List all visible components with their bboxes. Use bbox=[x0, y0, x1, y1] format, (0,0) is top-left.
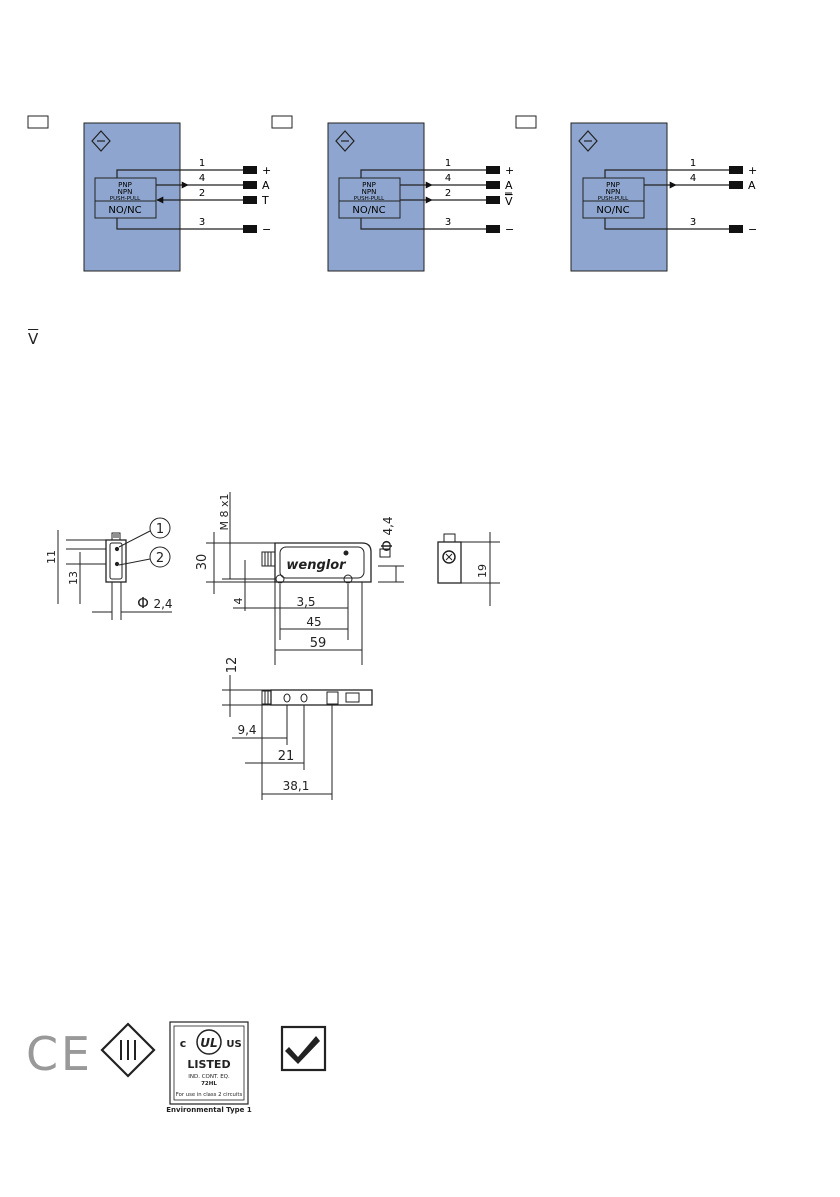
terminal-label: A bbox=[262, 179, 270, 192]
led-indicator bbox=[344, 551, 349, 556]
box-mode-label: NO/NC bbox=[596, 205, 629, 216]
terminal-label: V bbox=[505, 195, 513, 208]
schematic-3-corner-mark bbox=[516, 116, 536, 128]
ul-c: c bbox=[180, 1037, 187, 1050]
callout-1: 1 bbox=[156, 522, 164, 537]
dim-side-45: 45 bbox=[306, 615, 321, 629]
terminal-label: − bbox=[748, 223, 757, 236]
terminal-label: A bbox=[505, 179, 513, 192]
schematic-1: PNP NPN PUSH-PULL NO/NC 1 + 4 A 2 T 3 − bbox=[28, 116, 271, 271]
terminal-4 bbox=[729, 181, 743, 189]
wire-number: 3 bbox=[445, 217, 451, 228]
ul-listed-mark: c UL US LISTED IND. CONT. EQ. 72HL For u… bbox=[166, 1022, 252, 1114]
box-label-line3: PUSH-PULL bbox=[110, 196, 141, 202]
terminal-4 bbox=[243, 181, 257, 189]
protection-class-iii-icon bbox=[102, 1024, 154, 1076]
ul-caption: Environmental Type 1 bbox=[166, 1106, 252, 1114]
terminal-2 bbox=[243, 196, 257, 204]
wire-number: 3 bbox=[199, 217, 205, 228]
wire-number: 2 bbox=[199, 188, 205, 199]
box-label-line2: NPN bbox=[118, 188, 133, 196]
terminal-2 bbox=[486, 196, 500, 204]
dim-top-12: 12 bbox=[225, 657, 240, 674]
ul-us: US bbox=[226, 1039, 241, 1050]
checkmark-icon bbox=[282, 1027, 325, 1070]
ul-code: 72HL bbox=[201, 1081, 217, 1087]
brand-logo: wenglor bbox=[286, 558, 347, 573]
wire-number: 4 bbox=[199, 173, 205, 184]
box-label-line3: PUSH-PULL bbox=[598, 196, 629, 202]
dim-front-11: 11 bbox=[45, 550, 58, 564]
dim-right-19: 19 bbox=[476, 564, 489, 578]
callout-2: 2 bbox=[156, 551, 164, 566]
ce-mark-icon: CE bbox=[26, 1027, 90, 1081]
terminal-1 bbox=[486, 166, 500, 174]
side-view bbox=[206, 492, 404, 665]
dim-side-4: 4 bbox=[232, 598, 245, 605]
wire-number: 1 bbox=[690, 158, 696, 169]
terminal-label: T bbox=[261, 194, 269, 207]
dim-top-21: 21 bbox=[278, 749, 295, 764]
ul-eq: IND. CONT. EQ. bbox=[188, 1074, 230, 1080]
box-label-line3: PUSH-PULL bbox=[354, 196, 385, 202]
wire-number: 4 bbox=[690, 173, 696, 184]
right-view bbox=[438, 532, 500, 606]
wire-number: 1 bbox=[445, 158, 451, 169]
certifications: CE c UL US LISTED IND. CONT. EQ. 72HL Fo… bbox=[26, 1022, 325, 1114]
dim-side-thread: M 8 x1 bbox=[218, 494, 231, 531]
terminal-1 bbox=[729, 166, 743, 174]
dim-top-9-4: 9,4 bbox=[237, 723, 256, 737]
schematic-2-corner-mark bbox=[272, 116, 292, 128]
terminal-3 bbox=[243, 225, 257, 233]
terminal-3 bbox=[486, 225, 500, 233]
legend-symbol: V bbox=[28, 330, 38, 348]
terminal-label: − bbox=[262, 223, 271, 236]
terminal-label: − bbox=[505, 223, 514, 236]
terminal-1 bbox=[243, 166, 257, 174]
box-mode-label: NO/NC bbox=[352, 205, 385, 216]
dim-front-dia: 2,4 bbox=[153, 597, 172, 611]
box-mode-label: NO/NC bbox=[108, 205, 141, 216]
dim-front-13: 13 bbox=[67, 571, 80, 585]
schematic-3: PNP NPN PUSH-PULL NO/NC 1 + 4 A 3 − bbox=[516, 116, 757, 271]
dim-side-30: 30 bbox=[195, 554, 210, 571]
schematic-2: PNP NPN PUSH-PULL NO/NC 1 + 4 A 2 V 3 − bbox=[272, 116, 514, 271]
wire-number: 4 bbox=[445, 173, 451, 184]
schematic-1-corner-mark bbox=[28, 116, 48, 128]
terminal-label: + bbox=[748, 164, 757, 177]
dim-top-38-1: 38,1 bbox=[283, 779, 310, 793]
dim-side-3-5: 3,5 bbox=[296, 595, 315, 609]
dia-symbol-icon: Φ bbox=[378, 540, 396, 552]
wire-number: 3 bbox=[690, 217, 696, 228]
box-label-line2: NPN bbox=[362, 188, 377, 196]
terminal-4 bbox=[486, 181, 500, 189]
wire-number: 2 bbox=[445, 188, 451, 199]
ul-listed: LISTED bbox=[187, 1058, 230, 1071]
terminal-label: + bbox=[505, 164, 514, 177]
dia-symbol-icon: Φ bbox=[137, 594, 149, 612]
terminal-label: + bbox=[262, 164, 271, 177]
ul-logo: UL bbox=[200, 1036, 217, 1050]
wire-number: 1 bbox=[199, 158, 205, 169]
ul-note: For use in class 2 circuits bbox=[176, 1092, 243, 1098]
dim-side-59: 59 bbox=[310, 636, 327, 651]
box-label-line2: NPN bbox=[606, 188, 621, 196]
terminal-3 bbox=[729, 225, 743, 233]
dim-side-dia: 4,4 bbox=[381, 516, 395, 535]
terminal-label: A bbox=[748, 179, 756, 192]
